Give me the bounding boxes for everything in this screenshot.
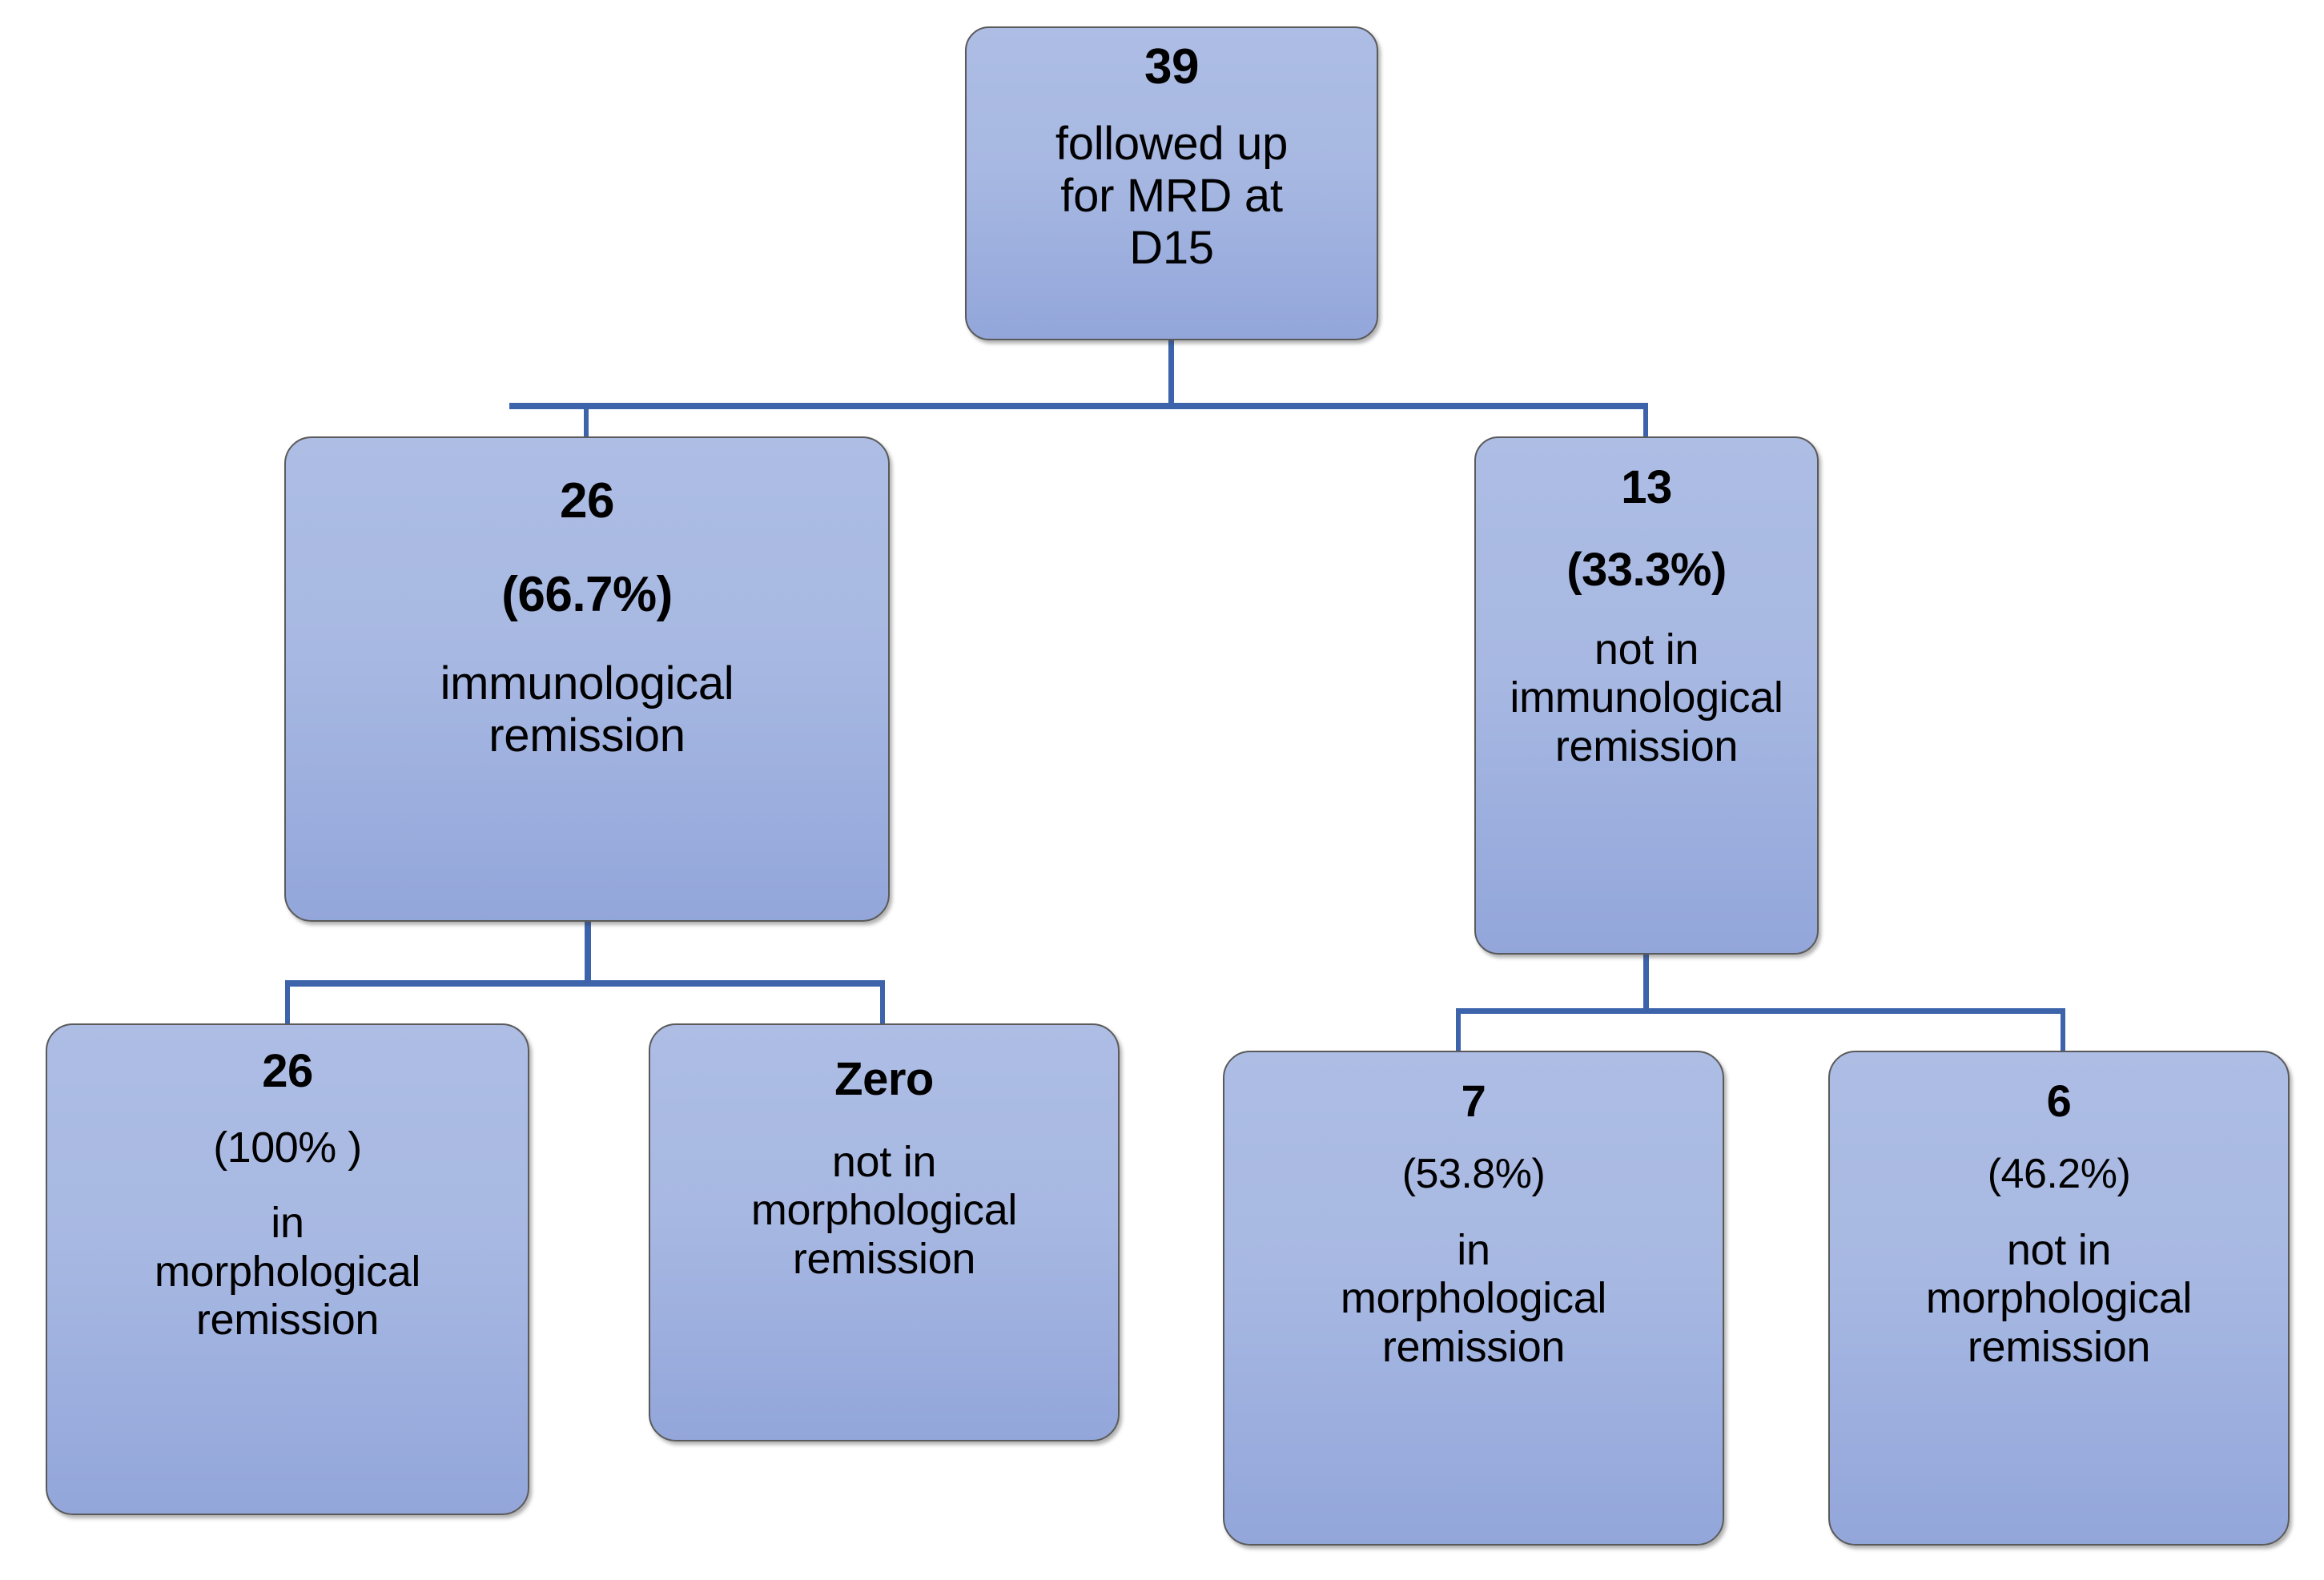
node-root-description: followed up for MRD at D15 <box>1055 118 1289 275</box>
node-not-immunological-remission-count: 13 <box>1621 461 1672 513</box>
connector-not-immunological-stem <box>1643 955 1649 1013</box>
connector-immunological-stem <box>585 922 591 986</box>
connector-not-immunological-horizontal-bar <box>1456 1008 2065 1014</box>
node-notimm-morphological-remission-yes-count: 7 <box>1461 1075 1486 1126</box>
node-not-immunological-remission-percent: (33.3%) <box>1566 543 1727 596</box>
node-imm-morphological-remission-no-description: not in morphological remission <box>750 1137 1018 1283</box>
node-imm-morphological-remission-no: Zero not in morphological remission <box>649 1023 1120 1441</box>
connector-immunological-horizontal-bar <box>285 980 885 987</box>
node-notimm-morphological-remission-yes-description: in morphological remission <box>1340 1225 1607 1371</box>
node-imm-morphological-remission-yes-count: 26 <box>262 1045 313 1097</box>
node-notimm-morphological-remission-no-description: not in morphological remission <box>1925 1225 2193 1371</box>
node-root-followed-up: 39 followed up for MRD at D15 <box>965 26 1378 340</box>
node-notimm-morphological-remission-no-count: 6 <box>2046 1075 2072 1126</box>
connector-root-stem <box>1168 340 1174 408</box>
node-imm-morphological-remission-yes: 26 (100% ) in morphological remission <box>46 1023 529 1515</box>
node-not-immunological-remission-description: not in immunological remission <box>1510 625 1783 770</box>
node-imm-morphological-remission-yes-percent: (100% ) <box>213 1123 362 1172</box>
connector-immunological-left-drop <box>285 980 290 1027</box>
node-imm-morphological-remission-yes-description: in morphological remission <box>154 1199 421 1345</box>
node-immunological-remission-percent: (66.7%) <box>501 567 673 623</box>
connector-level1-horizontal-bar <box>509 403 1647 409</box>
node-root-count: 39 <box>1144 39 1199 94</box>
connector-immunological-right-drop <box>880 980 885 1027</box>
connector-level1-left-drop <box>584 403 589 439</box>
node-notimm-morphological-remission-no-percent: (46.2%) <box>1987 1150 2131 1197</box>
node-imm-morphological-remission-no-count: Zero <box>834 1053 934 1105</box>
node-notimm-morphological-remission-yes-percent: (53.8%) <box>1401 1150 1546 1197</box>
connector-not-immunological-right-drop <box>2061 1008 2065 1054</box>
node-immunological-remission-description: immunological remission <box>440 657 734 762</box>
node-notimm-morphological-remission-yes: 7 (53.8%) in morphological remission <box>1223 1051 1724 1546</box>
connector-not-immunological-left-drop <box>1456 1008 1461 1054</box>
node-immunological-remission: 26 (66.7%) immunological remission <box>284 436 890 922</box>
node-not-immunological-remission: 13 (33.3%) not in immunological remissio… <box>1474 436 1819 955</box>
connector-level1-right-drop <box>1643 403 1648 439</box>
node-notimm-morphological-remission-no: 6 (46.2%) not in morphological remission <box>1828 1051 2290 1546</box>
node-immunological-remission-count: 26 <box>560 473 614 529</box>
